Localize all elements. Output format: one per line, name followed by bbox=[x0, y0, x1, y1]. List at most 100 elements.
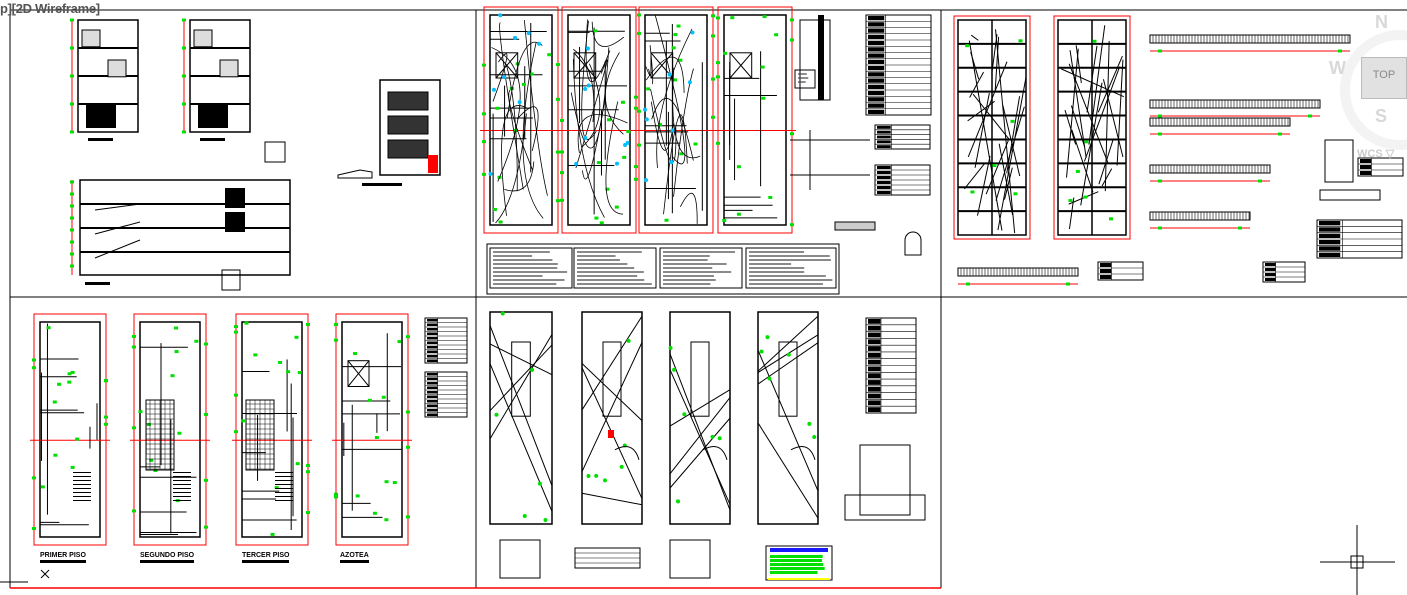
wiring-path bbox=[591, 21, 625, 47]
rebar bbox=[1006, 96, 1021, 174]
pipe-marker bbox=[500, 311, 505, 316]
wcs-menu[interactable]: WCS ▽ bbox=[1357, 148, 1395, 160]
stair bbox=[94, 239, 141, 259]
pipe-marker bbox=[537, 481, 542, 486]
car bbox=[337, 169, 373, 179]
fixture bbox=[537, 41, 542, 46]
table-text bbox=[427, 323, 438, 326]
table-text bbox=[868, 325, 881, 331]
rebar bbox=[1068, 63, 1109, 165]
table-text bbox=[877, 171, 891, 174]
pipe-marker bbox=[682, 412, 687, 417]
pipe-marker bbox=[668, 345, 673, 350]
marker bbox=[194, 339, 199, 343]
wiring-path bbox=[672, 67, 701, 159]
door-swing bbox=[702, 446, 728, 460]
wiring-path bbox=[654, 15, 686, 165]
marker bbox=[529, 72, 534, 76]
label-bar bbox=[200, 138, 225, 141]
marker bbox=[334, 338, 338, 342]
viewport-label[interactable]: p][2D Wireframe] bbox=[0, 1, 100, 16]
viewcube-top-face[interactable]: TOP bbox=[1361, 57, 1407, 99]
floor-plan bbox=[241, 321, 303, 538]
pipe-marker bbox=[710, 434, 715, 439]
compass-west[interactable]: W bbox=[1329, 58, 1346, 78]
table-text bbox=[868, 22, 885, 27]
table-text bbox=[427, 377, 438, 380]
table-text bbox=[427, 409, 438, 412]
table-text bbox=[1360, 165, 1372, 169]
plan-label-primer-piso: PRIMER PISO bbox=[40, 552, 86, 563]
rebar bbox=[991, 34, 998, 74]
marker bbox=[392, 481, 397, 485]
table-text bbox=[877, 140, 891, 144]
table-text bbox=[868, 380, 881, 385]
wall bbox=[669, 369, 731, 505]
marker bbox=[482, 172, 486, 176]
marker bbox=[966, 282, 970, 286]
detail-column bbox=[818, 15, 824, 100]
arch-detail bbox=[904, 231, 922, 256]
sanitary-plan bbox=[581, 311, 643, 525]
marker bbox=[177, 431, 182, 435]
marker bbox=[1158, 114, 1162, 118]
table-text bbox=[868, 400, 881, 406]
rebar bbox=[1064, 109, 1077, 145]
pipe-marker bbox=[626, 338, 631, 343]
table-text bbox=[1100, 269, 1112, 273]
marker bbox=[234, 430, 238, 434]
marker bbox=[182, 18, 186, 22]
marker bbox=[406, 410, 410, 414]
rebar bbox=[985, 140, 1009, 195]
table-text bbox=[868, 339, 881, 345]
table-text bbox=[868, 103, 885, 108]
compass-south[interactable]: S bbox=[1375, 106, 1388, 126]
wall bbox=[581, 363, 643, 421]
wiring-path bbox=[650, 101, 674, 151]
tank bbox=[264, 141, 286, 163]
pipe-marker bbox=[522, 514, 527, 519]
compass-north[interactable]: N bbox=[1375, 12, 1388, 32]
marker bbox=[637, 13, 641, 17]
table-text bbox=[868, 386, 881, 392]
pipe-marker bbox=[543, 517, 548, 522]
plan-label-segundo-piso: SEGUNDO PISO bbox=[140, 552, 195, 563]
pipe-marker bbox=[676, 499, 681, 504]
marker bbox=[671, 46, 676, 50]
marker bbox=[626, 130, 631, 134]
marker bbox=[790, 38, 794, 42]
viewcube[interactable]: N W S TOP WCS ▽ bbox=[1329, 10, 1407, 190]
table-text bbox=[427, 350, 438, 353]
legend-green-bar bbox=[770, 559, 823, 562]
table-text bbox=[427, 346, 438, 349]
sanitary-plan bbox=[669, 311, 731, 525]
marker bbox=[355, 494, 360, 498]
table-text bbox=[868, 41, 885, 46]
marker bbox=[406, 445, 410, 449]
table-text bbox=[868, 47, 885, 52]
table-text bbox=[427, 359, 438, 362]
rebar bbox=[1002, 105, 1021, 177]
marker bbox=[1258, 179, 1262, 183]
table-text bbox=[427, 341, 438, 344]
marker bbox=[723, 51, 728, 55]
fixture bbox=[517, 100, 522, 105]
table-text bbox=[868, 332, 881, 338]
pipe-marker bbox=[586, 473, 591, 478]
door bbox=[86, 104, 116, 128]
marker bbox=[646, 87, 651, 91]
pipe-marker bbox=[603, 478, 608, 483]
fixture bbox=[491, 87, 496, 92]
pipe-marker bbox=[765, 335, 770, 340]
marker bbox=[46, 326, 51, 330]
marker bbox=[306, 470, 310, 474]
facade bbox=[379, 79, 441, 176]
marker bbox=[295, 462, 300, 466]
marker bbox=[560, 198, 564, 202]
marker bbox=[673, 33, 678, 37]
notes-block bbox=[573, 247, 657, 289]
marker bbox=[622, 155, 627, 159]
marker bbox=[1010, 119, 1015, 123]
wiring-path bbox=[570, 47, 610, 149]
